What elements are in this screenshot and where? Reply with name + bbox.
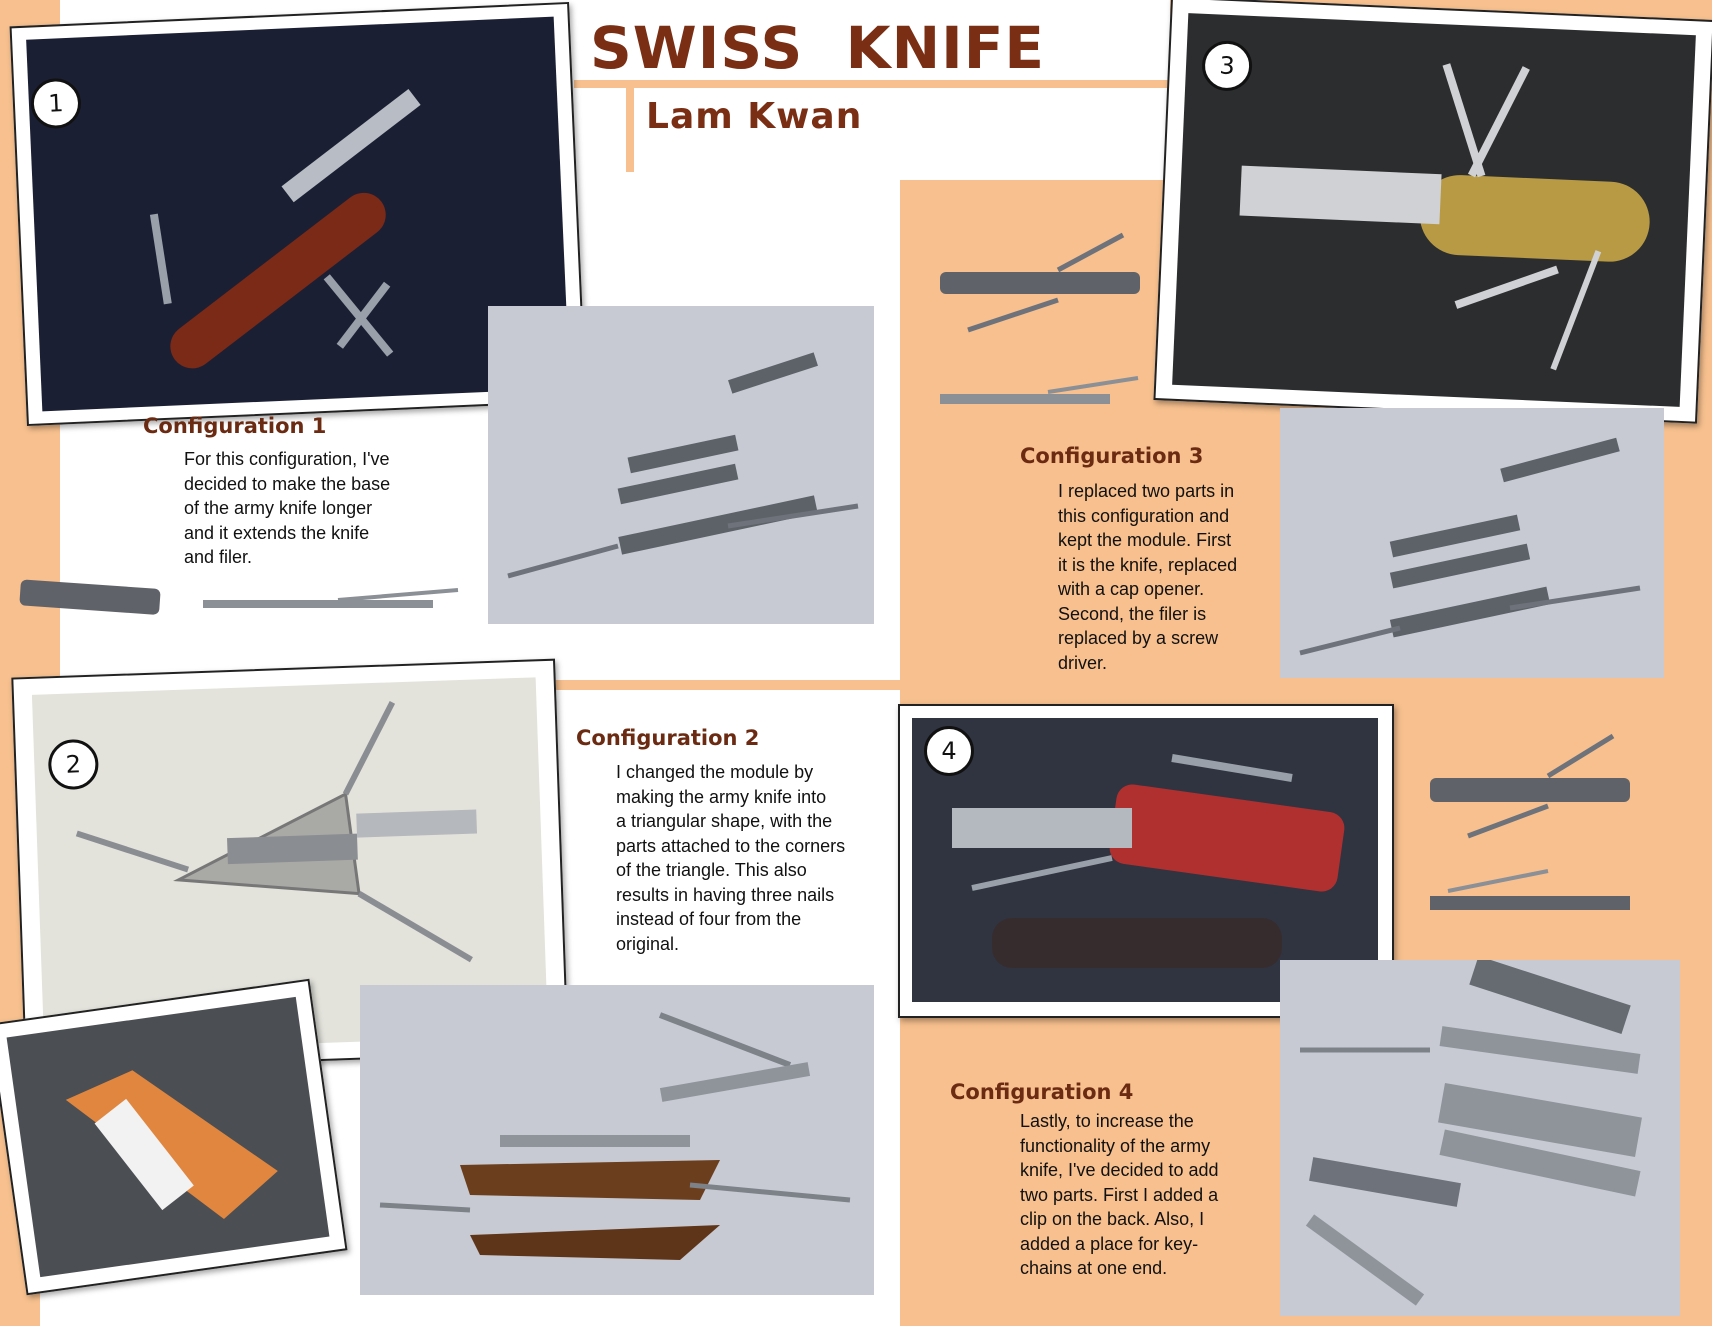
panel-top-right-bg: [900, 0, 1170, 180]
config-2-line: results in having three nails: [616, 884, 835, 905]
photo-config-2: 2: [11, 658, 569, 1072]
config-1-line: decided to make the base: [184, 473, 391, 494]
config-4-line: Lastly, to increase the: [1020, 1111, 1194, 1131]
config-3-line: Second, the filer is: [1058, 603, 1207, 624]
config-3-line: kept the module. First: [1058, 530, 1232, 550]
config-4-line: functionality of the army: [1020, 1135, 1211, 1156]
photo-config-1-image: [26, 16, 570, 412]
config-4-heading: Configuration 4: [950, 1080, 1134, 1104]
config-1-line: and filer.: [184, 547, 253, 567]
knife-wood-triangle-icon: [65, 1070, 278, 1220]
config-2-description: I changed the module by making the army …: [616, 760, 906, 956]
config-4-exploded-diagram: [1280, 956, 1680, 1316]
config-3-side-view-sketch: [940, 232, 1140, 404]
config-4-line: knife, I've decided to add: [1020, 1160, 1219, 1180]
config-1-exploded-diagram: [488, 306, 874, 624]
config-1-side-view-sketch: [19, 579, 459, 615]
config-4-line: added a place for key-: [1020, 1233, 1199, 1254]
config-2-line: original.: [616, 933, 680, 954]
photo-config-2-small-image: [6, 996, 330, 1278]
config-3-line: I replaced two parts in: [1058, 481, 1235, 501]
config-4-line: clip on the back. Also, I: [1020, 1209, 1205, 1229]
title-vertical-bar: [626, 88, 634, 172]
photo-config-2-small: [0, 978, 348, 1296]
page-title: SWISS KNIFE: [590, 14, 1045, 82]
config-4-line: two parts. First I added a: [1020, 1184, 1219, 1205]
photo-config-3-image: [1172, 13, 1696, 407]
config-2-line: instead of four from the: [616, 909, 802, 929]
config-2-line: I changed the module by: [616, 762, 814, 782]
exploded-view-icon: [507, 352, 859, 579]
config-3-line: replaced by a screw: [1058, 628, 1219, 648]
title-underline: [574, 80, 1178, 88]
config-2-line: making the army knife into: [616, 786, 827, 807]
config-4-side-view-sketch: [1430, 733, 1630, 910]
config-1-line: For this configuration, I've: [184, 449, 390, 469]
exploded-view-icon: [1300, 956, 1642, 1306]
photo-config-3: 3: [1153, 0, 1712, 424]
knife-red-icon: [149, 88, 421, 369]
config-4-number-badge: 4: [924, 726, 974, 776]
config-3-line: with a cap opener.: [1058, 579, 1205, 599]
config-3-heading: Configuration 3: [1020, 444, 1204, 468]
knife-triangle-icon: [75, 700, 478, 963]
config-3-line: this configuration and: [1058, 505, 1230, 526]
config-4-line: chains at one end.: [1020, 1258, 1168, 1278]
divider-line: [60, 680, 1680, 690]
photo-config-2-image: [31, 677, 549, 1053]
exploded-view-icon: [379, 1012, 851, 1260]
config-1-description: For this configuration, I've decided to …: [184, 447, 444, 570]
photo-config-4-image: [912, 718, 1378, 1002]
config-3-description: I replaced two parts in this configurati…: [1058, 479, 1288, 675]
config-1-line: and it extends the knife: [184, 522, 370, 543]
config-1-heading: Configuration 1: [143, 414, 327, 438]
author-name: Lam Kwan: [646, 96, 863, 137]
exploded-view-icon: [1299, 437, 1641, 656]
config-2-heading: Configuration 2: [576, 726, 760, 750]
photo-config-1: 1: [9, 1, 587, 427]
config-3-exploded-diagram: [1280, 408, 1664, 678]
config-1-line: of the army knife longer: [184, 498, 373, 518]
config-2-line: parts attached to the corners: [616, 835, 846, 856]
config-3-line: driver.: [1058, 652, 1108, 673]
config-4-description: Lastly, to increase the functionality of…: [1020, 1109, 1270, 1281]
config-2-line: of the triangle. This also: [616, 860, 807, 880]
knife-red-clip-icon: [952, 754, 1345, 968]
config-2-line: a triangular shape, with the: [616, 811, 833, 831]
photo-config-4: 4: [898, 704, 1394, 1018]
knife-gold-icon: [1239, 63, 1650, 371]
config-2-exploded-diagram: [360, 985, 874, 1295]
config-3-line: it is the knife, replaced: [1058, 554, 1238, 575]
